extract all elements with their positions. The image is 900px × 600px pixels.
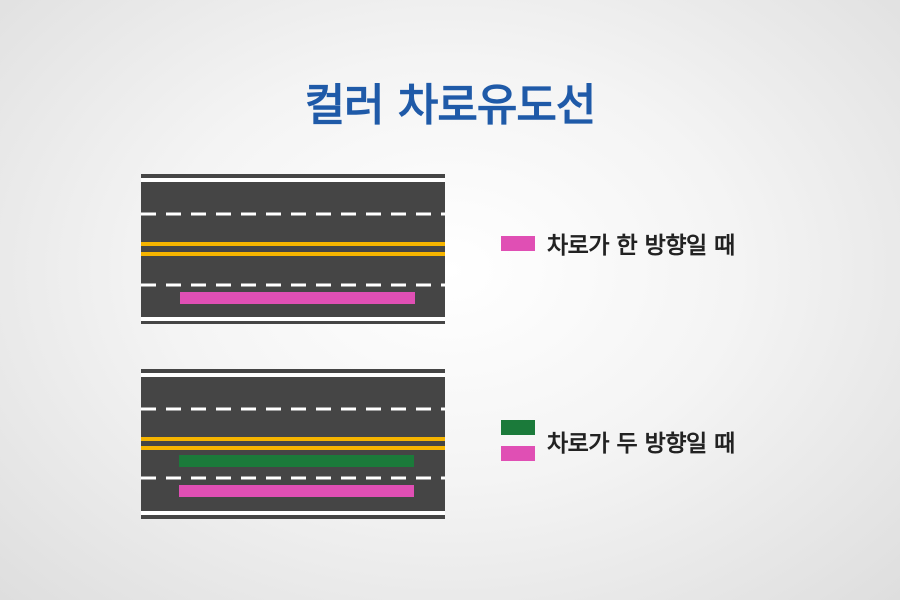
road-diagram-two-directions: [141, 369, 445, 519]
center-line-yellow-lower: [141, 252, 445, 256]
color-guide-line-green: [179, 455, 414, 467]
center-line-yellow-lower: [141, 446, 445, 450]
legend-swatches: [501, 420, 535, 461]
legend-label: 차로가 한 방향일 때: [547, 233, 735, 259]
legend-swatches: [501, 235, 535, 251]
edge-line-bottom: [141, 511, 445, 515]
legend-swatch-green: [501, 420, 535, 435]
legend-item-one-direction: 차로가 한 방향일 때: [501, 226, 735, 260]
legend-item-two-directions: 차로가 두 방향일 때: [501, 420, 735, 461]
color-guide-line-pink: [180, 292, 415, 304]
edge-line-bottom: [141, 317, 445, 321]
legend-swatch-pink: [501, 235, 535, 251]
color-guide-line-pink: [179, 485, 414, 497]
edge-line-top: [141, 178, 445, 182]
road-diagram-one-direction: [141, 174, 445, 324]
legend-label: 차로가 두 방향일 때: [547, 430, 735, 457]
center-line-yellow-upper: [141, 437, 445, 441]
center-line-yellow-upper: [141, 242, 445, 246]
legend-swatch-pink: [501, 446, 535, 461]
edge-line-top: [141, 373, 445, 377]
page-title: 컬러 차로유도선: [304, 80, 597, 131]
